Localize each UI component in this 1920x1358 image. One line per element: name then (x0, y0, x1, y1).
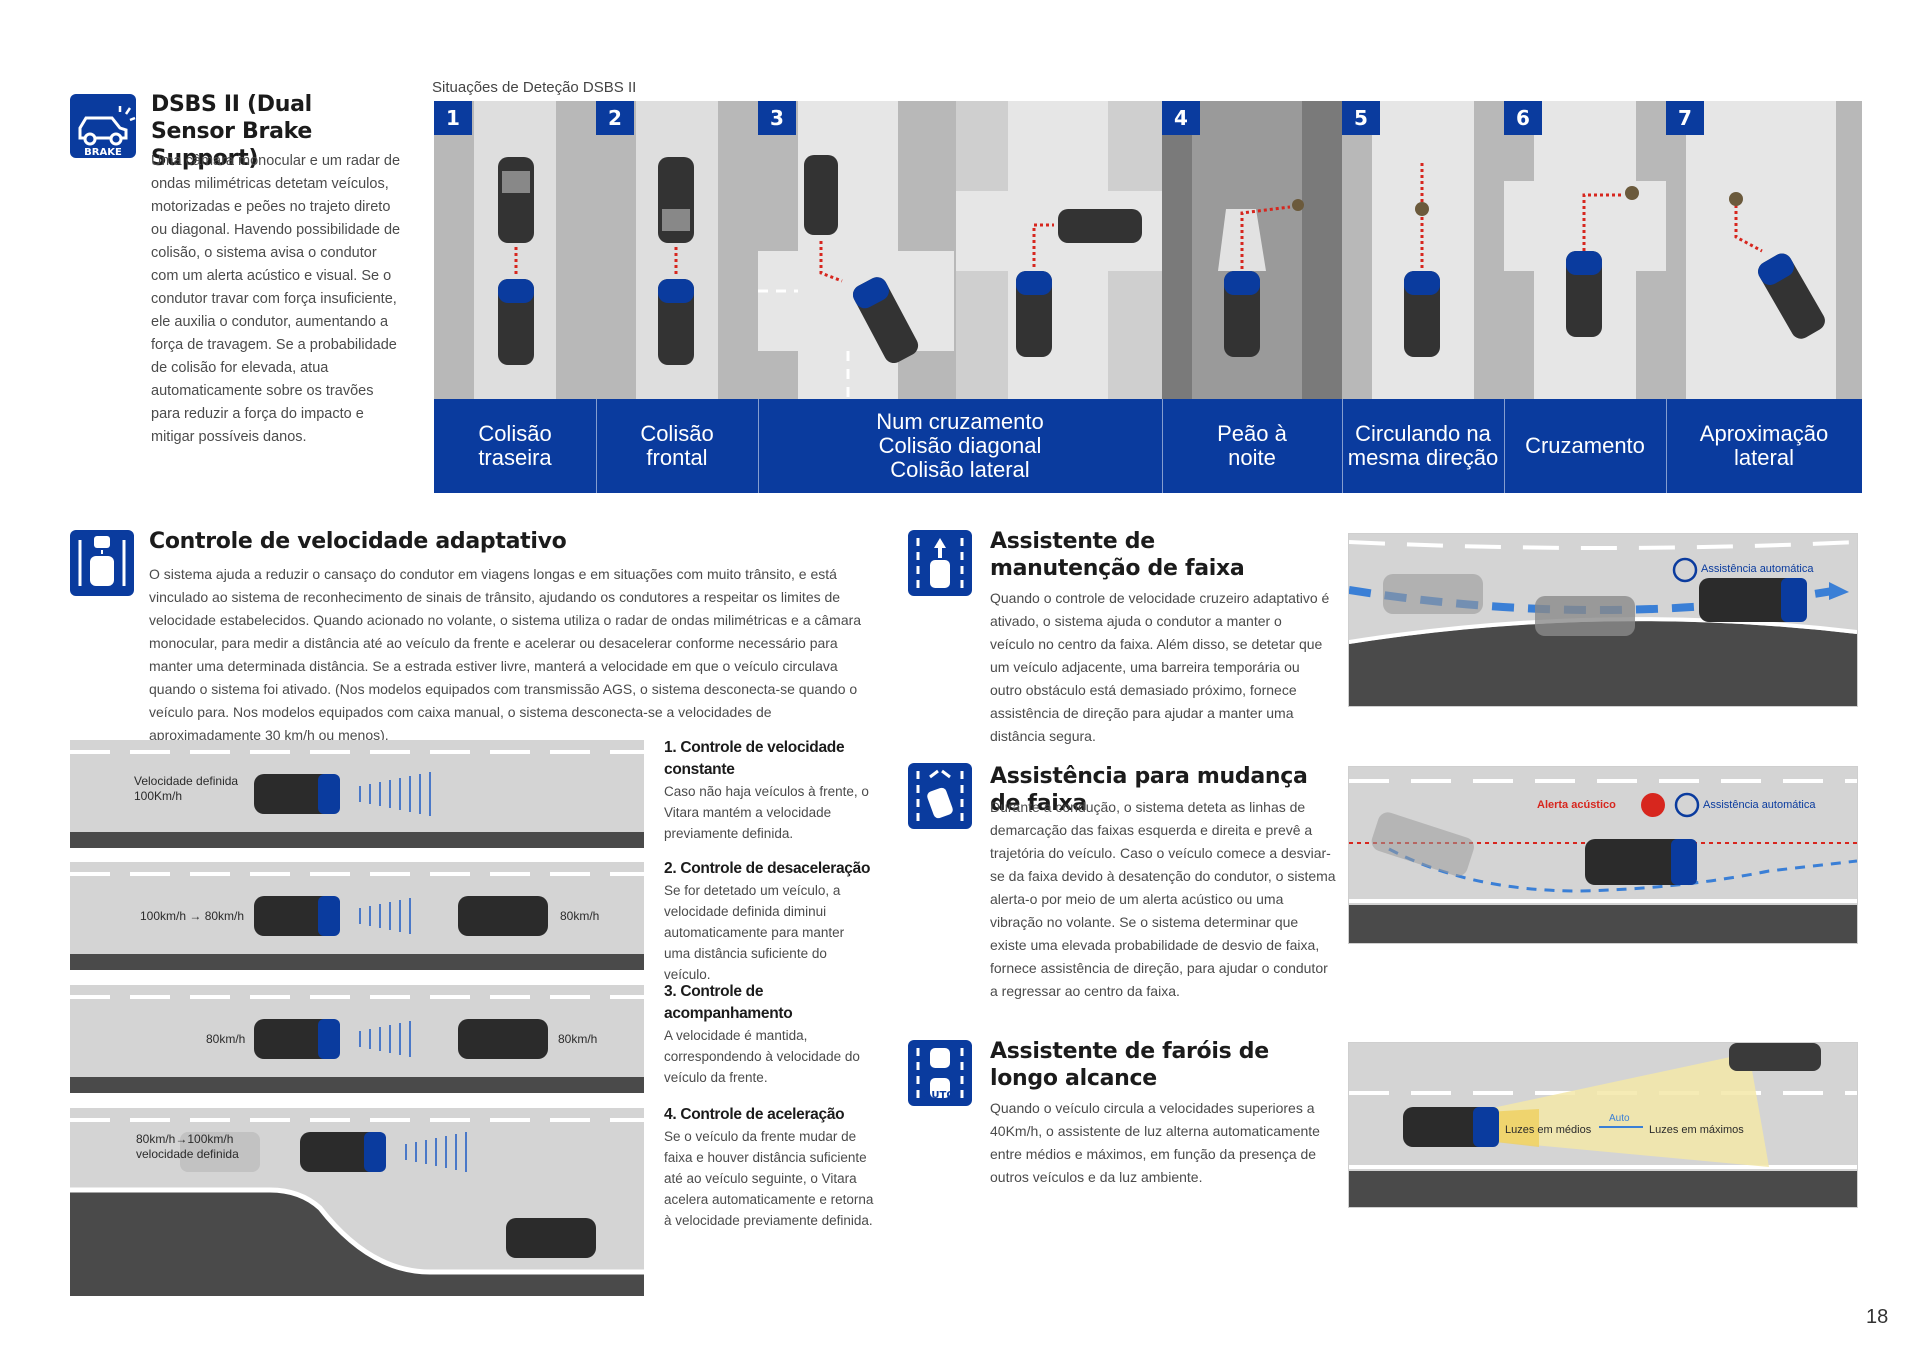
situation-number: 3 (758, 101, 796, 135)
situation-label: Colisão frontal (596, 399, 759, 493)
lane-departure-icon (908, 763, 972, 829)
hba-diagram: Luzes em médios Auto Luzes em máximos (1348, 1042, 1858, 1208)
situation-label: Colisão traseira (434, 399, 597, 493)
lka-diagram-label: Assistência automática (1701, 563, 1814, 575)
scene-crossing: 6 (1504, 101, 1668, 399)
acc-diagram-left-label: Velocidade definida 100Km/h (134, 774, 239, 803)
dsbs-body: Uma câmara monocular e um radar de ondas… (151, 153, 401, 445)
lka-title: Assistente de manutenção de faixa (990, 529, 1245, 581)
lda-assist-label: Assistência automática (1703, 799, 1816, 811)
acc-diagram-left-label: 100km/h → 80km/h (140, 909, 245, 923)
acc-step-title: 2. Controle de desaceleração (664, 860, 871, 877)
acc-step-text: Se o veículo da frente mudar de faixa e … (664, 1129, 874, 1228)
situation-label: Num cruzamento Colisão diagonal Colisão … (758, 399, 1163, 493)
hba-toggle-arrow (1599, 1126, 1643, 1128)
scene-lateral-approach: 7 (1666, 101, 1862, 399)
situation-label: Cruzamento (1504, 399, 1667, 493)
lka-diagram: Assistência automática (1348, 533, 1858, 707)
scene-frontal-collision: 2 (596, 101, 760, 399)
acc-diagram-left-label: 80km/h→100km/h velocidade definida (136, 1132, 239, 1161)
dsbs-situations-panel: 1 2 3 (434, 101, 1862, 493)
lda-diagram: Alerta acústico Assistência automática (1348, 766, 1858, 944)
acc-diagram-accelerate: 80km/h→100km/h velocidade definida (70, 1108, 644, 1296)
brake-icon: BRAKE (70, 94, 136, 158)
situation-number: 2 (596, 101, 634, 135)
acc-diagram-decelerate: 100km/h → 80km/h 80km/h (70, 862, 644, 970)
situation-number: 4 (1162, 101, 1200, 135)
acc-step: 2. Controle de desaceleração Se for dete… (664, 858, 874, 985)
acc-diagram-follow: 80km/h 80km/h (70, 985, 644, 1093)
hba-title: Assistente de faróis de longo alcance (990, 1039, 1269, 1091)
acc-step-text: Caso não haja veículos à frente, o Vitar… (664, 784, 869, 841)
lda-body: Durante a condução, o sistema deteta as … (990, 799, 1336, 999)
lda-alert-label: Alerta acústico (1537, 799, 1616, 811)
situation-number: 1 (434, 101, 472, 135)
situation-label: Aproximação lateral (1699, 421, 1829, 470)
adaptive-cruise-icon (70, 530, 134, 596)
lda-title: Assistência para mudança de faixa (990, 764, 1308, 816)
situation-label: Circulando na mesma direção (1342, 399, 1505, 493)
acc-diagram-right-label: 80km/h (560, 909, 600, 923)
hba-high-label: Luzes em máximos (1649, 1124, 1744, 1136)
acc-step-text: A velocidade é mantida, correspondendo à… (664, 1028, 860, 1085)
acc-step: 4. Controle de aceleração Se o veículo d… (664, 1104, 880, 1231)
acc-diagram-left-label: 80km/h (206, 1032, 246, 1046)
scene-intersection: 3 (758, 101, 1164, 399)
situation-number: 7 (1666, 101, 1704, 135)
situation-label: Peão à noite (1162, 399, 1343, 493)
brake-icon-label: BRAKE (84, 147, 122, 158)
acc-step-title: 4. Controle de aceleração (664, 1106, 845, 1123)
acc-step-text: Se for detetado um veículo, a velocidade… (664, 883, 845, 982)
situation-number: 5 (1342, 101, 1380, 135)
acc-step-title: 1. Controle de velocidade constante (664, 739, 845, 778)
acc-step: 1. Controle de velocidade constante Caso… (664, 737, 894, 844)
acc-title: Controle de velocidade adaptativo (149, 529, 567, 554)
acc-body: O sistema ajuda a reduzir o cansaço do c… (149, 566, 862, 743)
lane-keeping-icon (908, 530, 972, 596)
scene-rear-collision: 1 (434, 101, 598, 399)
scene-pedestrian-night: 4 (1162, 101, 1344, 399)
dsbs-panel-caption: Situações de Deteção DSBS II (432, 79, 637, 96)
page-number: 18 (1866, 1306, 1889, 1328)
high-beam-icon: AUTO (908, 1040, 972, 1106)
lka-body: Quando o controle de velocidade cruzeiro… (990, 590, 1330, 744)
situation-number: 6 (1504, 101, 1542, 135)
acc-diagram-constant: Velocidade definida 100Km/h (70, 740, 644, 848)
hba-body: Quando o veículo circula a velocidades s… (990, 1100, 1320, 1185)
acc-step-title: 3. Controle de acompanhamento (664, 983, 793, 1022)
acc-diagram-right-label: 80km/h (558, 1032, 598, 1046)
high-beam-icon-label: AUTO (924, 1090, 955, 1101)
situation-labels: Colisão traseira Colisão frontal Num cru… (434, 399, 1862, 493)
scene-same-direction: 5 (1342, 101, 1506, 399)
dsbs-title: DSBS II (Dual Sensor Brake Support) (151, 92, 312, 171)
hba-low-label: Luzes em médios (1505, 1124, 1592, 1136)
acc-step: 3. Controle de acompanhamento A velocida… (664, 981, 894, 1088)
hba-auto-label: Auto (1609, 1113, 1630, 1124)
